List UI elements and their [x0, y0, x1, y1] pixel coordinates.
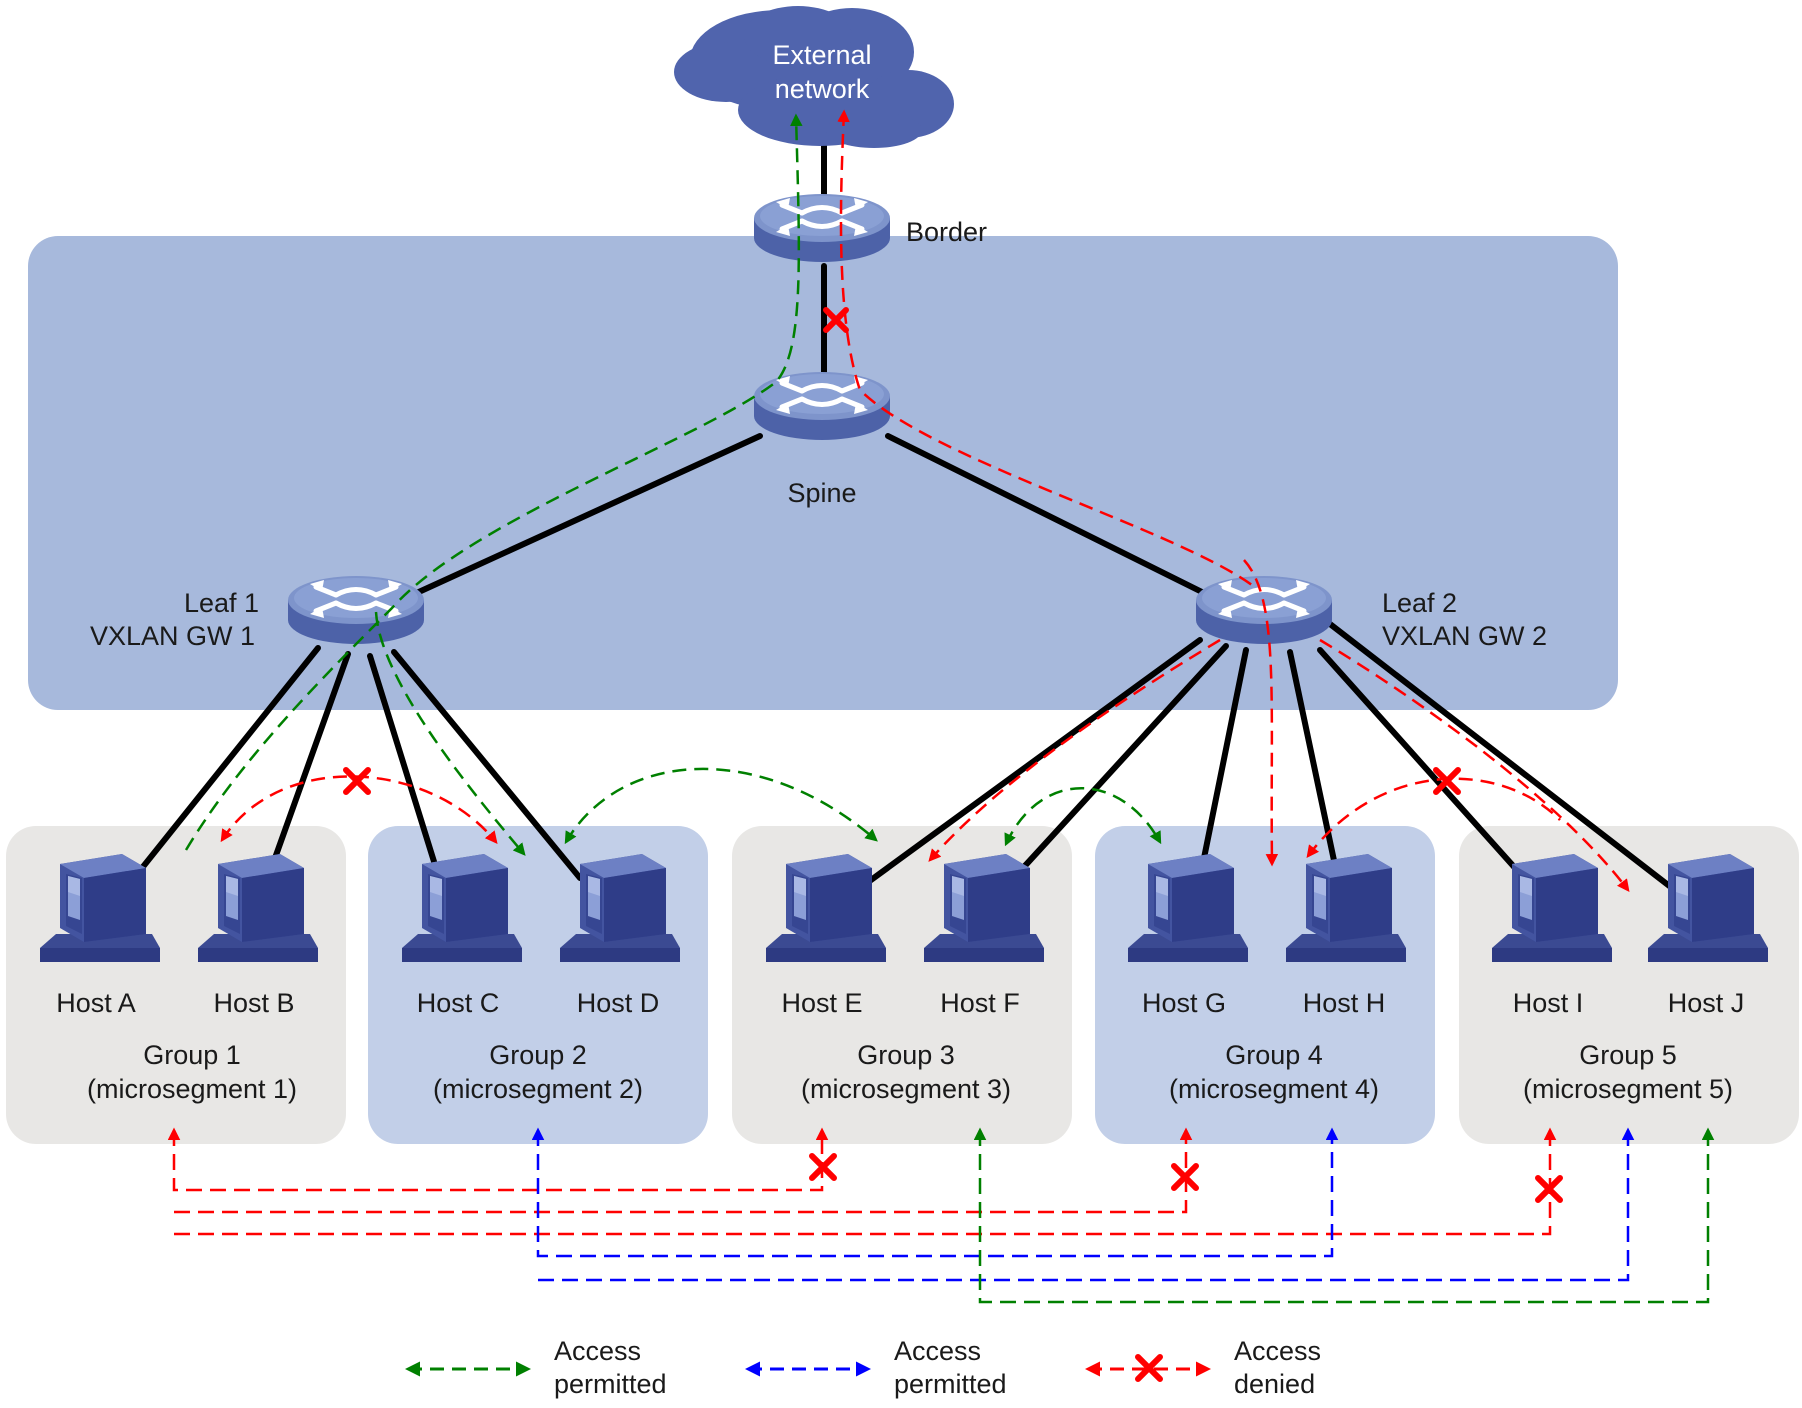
border-switch-icon	[754, 194, 890, 262]
group-label-line1: Group 4	[1225, 1040, 1323, 1070]
host-label: Host B	[213, 988, 294, 1018]
cloud-label-line2: network	[775, 74, 870, 104]
external-network-cloud	[674, 6, 954, 148]
host-label: Host I	[1513, 988, 1584, 1018]
group-label-line2: (microsegment 2)	[433, 1074, 643, 1104]
spine-label: Spine	[787, 478, 856, 508]
group-label-line2: (microsegment 4)	[1169, 1074, 1379, 1104]
leaf1-switch-icon	[288, 576, 424, 644]
legend-label-line1: Access	[1234, 1336, 1321, 1366]
host-label: Host C	[417, 988, 500, 1018]
legend-label-line2: permitted	[894, 1369, 1007, 1399]
group-label-line2: (microsegment 3)	[801, 1074, 1011, 1104]
red-denied-flows	[220, 109, 1630, 892]
leaf1-label-line2: VXLAN GW 1	[90, 621, 255, 651]
legend-label-line2: denied	[1234, 1369, 1315, 1399]
host-label: Host F	[940, 988, 1020, 1018]
legend-label-line1: Access	[554, 1336, 641, 1366]
spine-switch-icon	[754, 372, 890, 440]
host-label: Host H	[1303, 988, 1386, 1018]
legend-label-line1: Access	[894, 1336, 981, 1366]
group-label-line1: Group 3	[857, 1040, 955, 1070]
host-label: Host G	[1142, 988, 1226, 1018]
green-permitted-flows	[184, 113, 1162, 856]
leaf1-label-line1: Leaf 1	[184, 588, 259, 618]
leaf2-label-line2: VXLAN GW 2	[1382, 621, 1547, 651]
border-label: Border	[906, 217, 987, 247]
legend-deny-cross-icon	[1135, 1354, 1163, 1382]
deny-cross-icons	[343, 307, 1563, 1203]
host-label: Host D	[577, 988, 660, 1018]
group-label-line2: (microsegment 5)	[1523, 1074, 1733, 1104]
host-label: Host J	[1668, 988, 1745, 1018]
bottom-policy-lines	[167, 1127, 1715, 1304]
host-label: Host E	[781, 988, 862, 1018]
group-label-line1: Group 1	[143, 1040, 241, 1070]
leaf2-label-line1: Leaf 2	[1382, 588, 1457, 618]
group-label-line1: Group 2	[489, 1040, 587, 1070]
legend-label-line2: permitted	[554, 1369, 667, 1399]
group-label-line1: Group 5	[1579, 1040, 1677, 1070]
host-label: Host A	[56, 988, 136, 1018]
cloud-label-line1: External	[772, 40, 871, 70]
group-label-line2: (microsegment 1)	[87, 1074, 297, 1104]
legend: Access permitted Access permitted Access…	[405, 1336, 1321, 1399]
